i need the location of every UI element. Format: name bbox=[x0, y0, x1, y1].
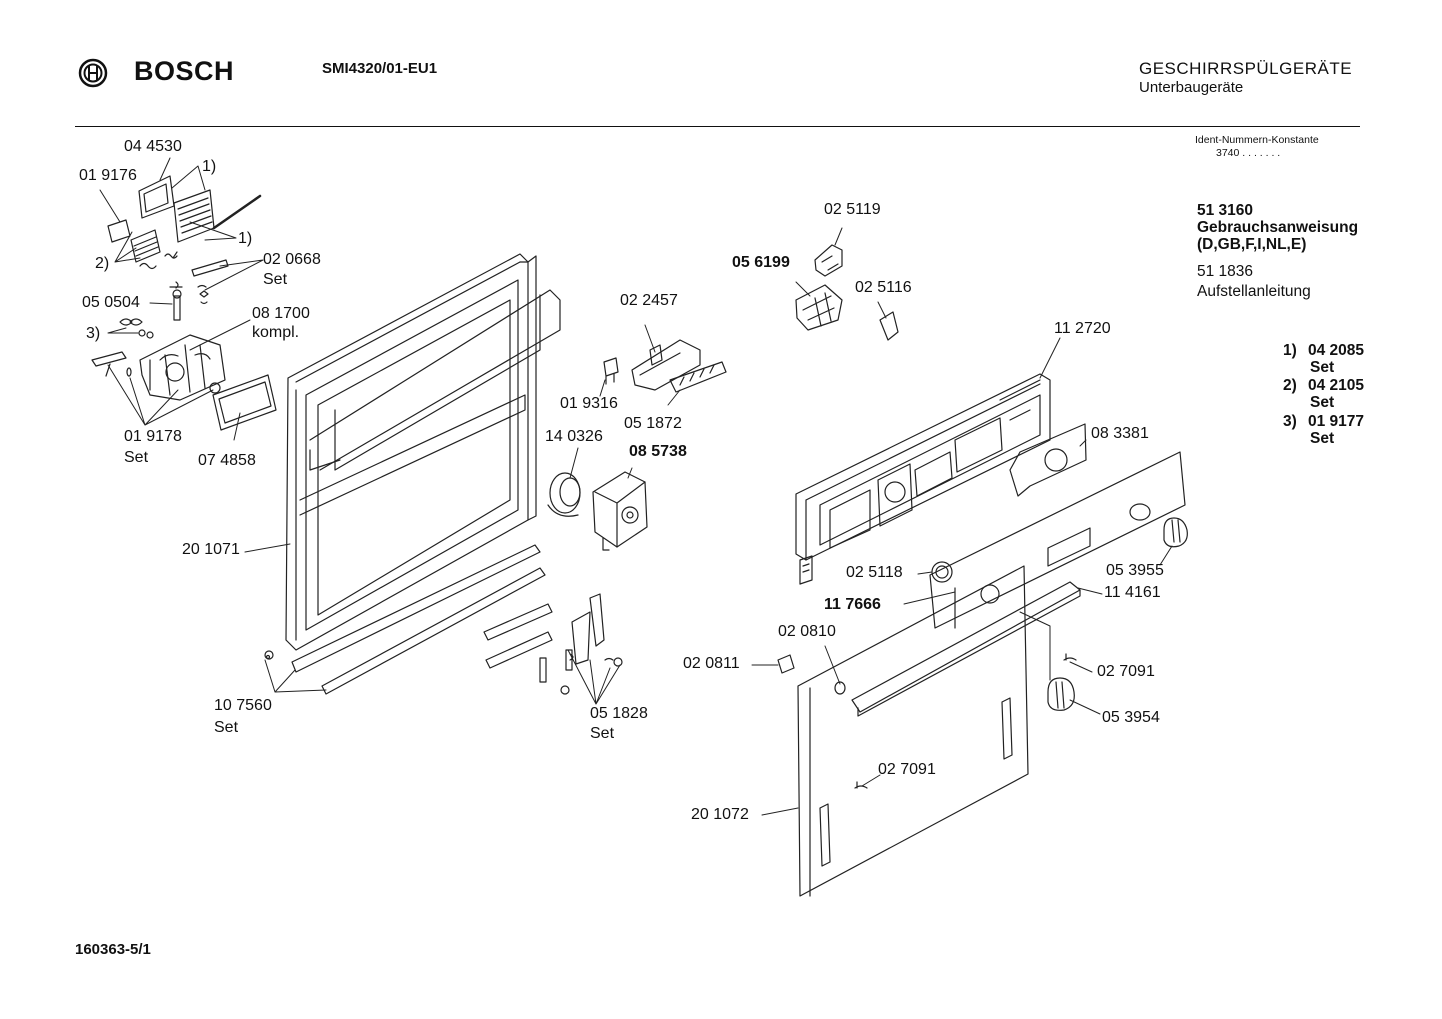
part-label-019316: 01 9316 bbox=[560, 395, 618, 412]
latch-parts bbox=[796, 245, 898, 340]
set-legend-key: 3) bbox=[1283, 413, 1297, 430]
category-title: GESCHIRRSPÜLGERÄTE bbox=[1139, 59, 1353, 78]
part-label-020810: 02 0810 bbox=[778, 623, 836, 640]
part-label-051828: 05 1828 bbox=[590, 705, 648, 722]
part-label-027091: 02 7091 bbox=[1097, 663, 1155, 680]
part-label-020811: 02 0811 bbox=[683, 655, 740, 672]
set-ref-1: 1) bbox=[202, 158, 217, 175]
set-legend-key: 2) bbox=[1283, 377, 1297, 394]
drawing-number: 160363-5/1 bbox=[75, 941, 151, 958]
part-label-117666: 11 7666 bbox=[824, 596, 881, 613]
part-label-019176: 01 9176 bbox=[79, 167, 137, 184]
top-left-parts bbox=[108, 176, 260, 338]
part-label-053954: 05 3954 bbox=[1102, 709, 1160, 726]
part-label-114161: 11 4161 bbox=[1104, 584, 1161, 601]
part-label-053955: 05 3955 bbox=[1106, 562, 1164, 579]
set-legend-number: 01 9177 bbox=[1308, 413, 1365, 430]
part-label-019178: 01 9178 bbox=[124, 428, 182, 445]
install-number: 51 1836 bbox=[1197, 263, 1254, 280]
front-control-panel bbox=[930, 452, 1185, 628]
part-label-081700-kompl: kompl. bbox=[252, 324, 300, 341]
manual-title: Gebrauchsanweisung bbox=[1197, 219, 1359, 236]
ident-value: 3740 . . . . . . . bbox=[1216, 147, 1281, 159]
set-ref-3: 3) bbox=[86, 325, 101, 342]
subcategory-title: Unterbaugeräte bbox=[1139, 79, 1244, 96]
set-ref-2: 2) bbox=[95, 255, 110, 272]
small-clip bbox=[778, 655, 794, 673]
part-label-107560-set: Set bbox=[214, 719, 239, 736]
part-label-140326: 14 0326 bbox=[545, 428, 603, 445]
part-label-083381: 08 3381 bbox=[1091, 425, 1149, 442]
model-number: SMI4320/01-EU1 bbox=[322, 60, 438, 77]
manual-number: 51 3160 bbox=[1197, 202, 1254, 219]
part-label-025119: 02 5119 bbox=[824, 201, 881, 218]
part-label-027091: 02 7091 bbox=[878, 761, 936, 778]
part-label-025116: 02 5116 bbox=[855, 279, 912, 296]
bosch-logo-icon bbox=[78, 58, 108, 88]
part-label-201072: 20 1072 bbox=[691, 806, 749, 823]
part-label-074858: 07 4858 bbox=[198, 452, 256, 469]
set-legend-key: 1) bbox=[1283, 342, 1297, 359]
part-label-056199: 05 6199 bbox=[732, 254, 790, 271]
center-brackets bbox=[604, 340, 726, 392]
brand-name: BOSCH bbox=[134, 56, 235, 86]
outer-door-panel bbox=[798, 566, 1028, 896]
part-label-107560: 10 7560 bbox=[214, 697, 272, 714]
lower-rails bbox=[265, 545, 545, 694]
gasket bbox=[213, 375, 276, 430]
install-title: Aufstellanleitung bbox=[1197, 283, 1311, 300]
part-label-020668: 02 0668 bbox=[263, 251, 321, 268]
set-legend-suffix: Set bbox=[1310, 359, 1335, 376]
set-ref-1: 1) bbox=[238, 230, 253, 247]
part-label-081700: 08 1700 bbox=[252, 305, 310, 322]
part-label-044530: 04 4530 bbox=[124, 138, 182, 155]
ident-label: Ident-Nummern-Konstante bbox=[1195, 134, 1319, 146]
set-legend-suffix: Set bbox=[1310, 394, 1335, 411]
part-label-085738: 08 5738 bbox=[629, 443, 687, 460]
set-legend-number: 04 2085 bbox=[1308, 342, 1365, 359]
part-label-025118: 02 5118 bbox=[846, 564, 903, 581]
part-label-020668-set: Set bbox=[263, 271, 288, 288]
valve-assembly bbox=[92, 335, 225, 400]
trim-strip bbox=[852, 582, 1080, 716]
set-legend-suffix: Set bbox=[1310, 430, 1335, 447]
leader-lines bbox=[100, 158, 1172, 815]
knobs bbox=[855, 518, 1187, 788]
part-label-019178-set: Set bbox=[124, 449, 149, 466]
set-legend-number: 04 2105 bbox=[1308, 377, 1365, 394]
inner-door-frame bbox=[286, 254, 560, 650]
control-panel-housing bbox=[796, 374, 1050, 584]
circuit-board bbox=[1010, 424, 1086, 496]
part-label-112720: 11 2720 bbox=[1054, 320, 1111, 337]
part-label-022457: 02 2457 bbox=[620, 292, 678, 309]
part-label-050504: 05 0504 bbox=[82, 294, 140, 311]
header-rule bbox=[75, 126, 1360, 127]
part-label-201071: 20 1071 bbox=[182, 541, 240, 558]
timer-assembly bbox=[548, 472, 647, 550]
manual-languages: (D,GB,F,I,NL,E) bbox=[1197, 236, 1307, 253]
part-label-051828-set: Set bbox=[590, 725, 615, 742]
hinge-brackets bbox=[484, 594, 622, 694]
part-label-051872: 05 1872 bbox=[624, 415, 682, 432]
